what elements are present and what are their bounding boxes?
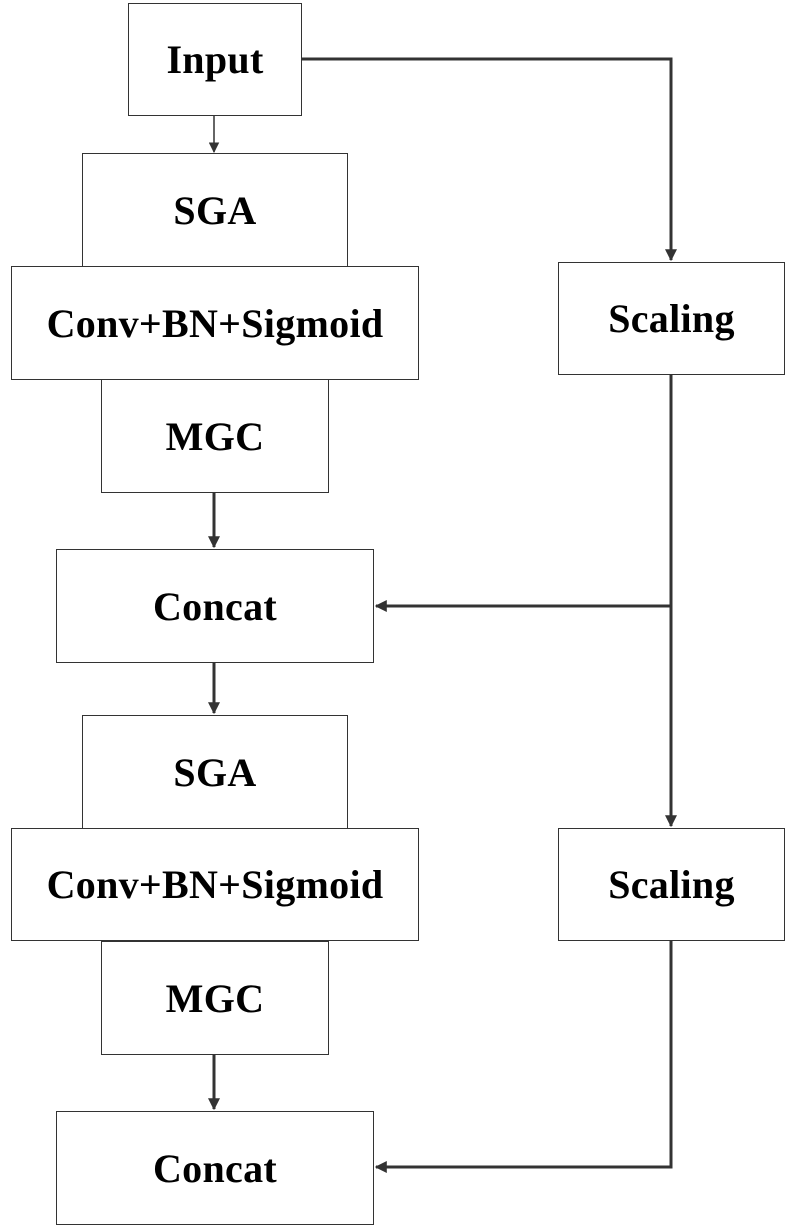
mgc-node-1: MGC	[101, 379, 329, 493]
scaling-node-1-label: Scaling	[608, 296, 735, 341]
input-node: Input	[128, 3, 302, 116]
concat-node-1: Concat	[56, 549, 374, 663]
mgc-node-2-label: MGC	[165, 975, 265, 1021]
scaling-node-2: Scaling	[558, 828, 785, 941]
input-node-label: Input	[166, 37, 264, 82]
scaling-node-1: Scaling	[558, 262, 785, 375]
mgc-node-1-label: MGC	[165, 413, 265, 459]
conv-bn-sigmoid-node-2: Conv+BN+Sigmoid	[11, 828, 419, 941]
sga-node-1: SGA	[82, 153, 348, 267]
conv-bn-sigmoid-node-2-label: Conv+BN+Sigmoid	[46, 862, 384, 907]
conv-bn-sigmoid-node-1-label: Conv+BN+Sigmoid	[46, 300, 384, 346]
concat-node-1-label: Concat	[152, 583, 277, 629]
conv-bn-sigmoid-node-1: Conv+BN+Sigmoid	[11, 266, 419, 380]
sga-node-1-label: SGA	[173, 187, 257, 233]
concat-node-2-label: Concat	[152, 1145, 277, 1191]
mgc-node-2: MGC	[101, 941, 329, 1055]
edge-input-to-scaling-1	[302, 57, 677, 262]
scaling-node-2-label: Scaling	[608, 862, 735, 907]
sga-node-2: SGA	[82, 715, 348, 829]
concat-node-2: Concat	[56, 1111, 374, 1225]
sga-node-2-label: SGA	[173, 749, 257, 795]
edge-scaling-2-to-concat-2	[374, 941, 673, 1173]
